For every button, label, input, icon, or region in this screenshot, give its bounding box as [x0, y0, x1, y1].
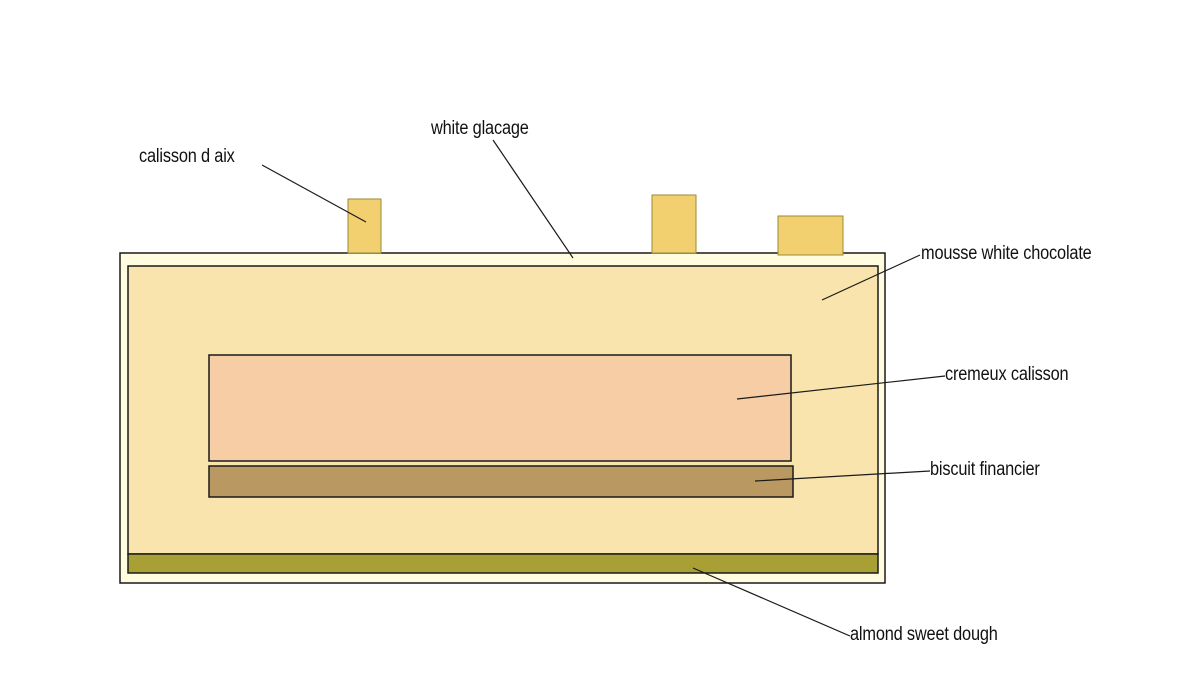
label-white-glacage: white glacage [431, 118, 529, 139]
label-mousse-white-chocolate: mousse white chocolate [921, 243, 1092, 264]
almond-sweet-dough-layer [127, 553, 879, 574]
leader-line-dough [692, 567, 851, 637]
label-cremeux-calisson: cremeux calisson [945, 364, 1069, 385]
label-almond-sweet-dough: almond sweet dough [850, 624, 998, 645]
calisson-piece-3 [777, 215, 844, 256]
leader-line-calisson [261, 164, 367, 223]
cremeux-calisson-layer [208, 354, 792, 462]
leader-line-glacage [492, 139, 574, 259]
calisson-piece-1 [347, 198, 382, 254]
calisson-piece-2 [651, 194, 697, 254]
leader-line-cremeux [736, 375, 946, 400]
leader-line-mousse [821, 254, 921, 301]
leader-line-biscuit [754, 470, 931, 482]
biscuit-financier-layer [208, 465, 794, 498]
label-biscuit-financier: biscuit financier [930, 459, 1040, 480]
label-calisson-d-aix: calisson d aix [139, 146, 235, 167]
